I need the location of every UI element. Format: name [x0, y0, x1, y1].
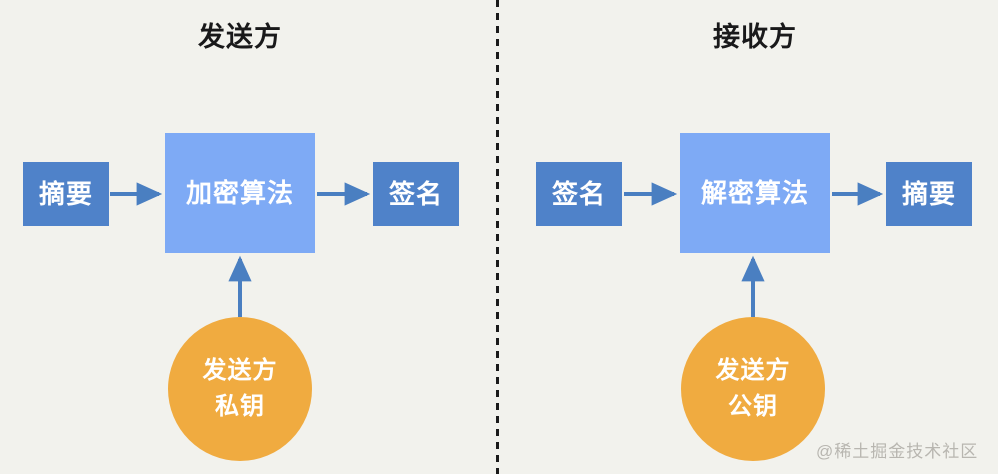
panel-divider [496, 0, 499, 474]
node-signature-receiver: 签名 [536, 162, 622, 226]
node-sender-public-key: 发送方 公钥 [681, 317, 825, 461]
node-encrypt-algorithm: 加密算法 [165, 133, 315, 253]
node-digest-receiver: 摘要 [886, 162, 972, 226]
watermark-text: @稀土掘金技术社区 [816, 442, 979, 461]
node-decrypt-algorithm: 解密算法 [680, 133, 830, 253]
public-key-line-2: 公钥 [728, 393, 778, 420]
public-key-line-1: 发送方 [715, 357, 791, 384]
node-sender-private-key: 发送方 私钥 [168, 317, 312, 461]
node-digest-sender: 摘要 [23, 162, 109, 226]
private-key-line-2: 私钥 [215, 393, 265, 420]
panel-title-sender: 发送方 [198, 22, 282, 52]
panel-title-receiver: 接收方 [713, 22, 797, 52]
private-key-line-1: 发送方 [202, 357, 278, 384]
node-signature-sender: 签名 [373, 162, 459, 226]
